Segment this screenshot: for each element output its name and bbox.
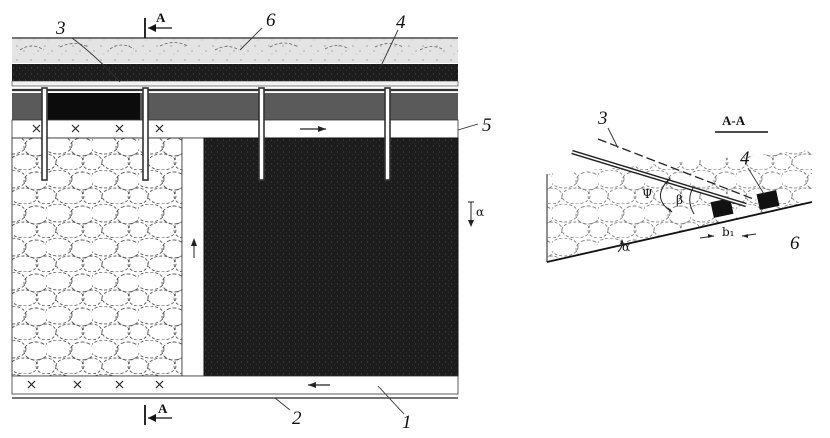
mined-cavity xyxy=(48,93,140,120)
bolt-3 xyxy=(258,87,265,181)
rock-roof-strip xyxy=(12,39,458,63)
working-face-gap xyxy=(181,137,205,377)
label-bolt: 3 xyxy=(55,18,66,39)
leader-lines xyxy=(71,27,479,415)
section-label-coal-seam: 4 xyxy=(740,148,750,169)
label-coal-block: 1 xyxy=(402,412,412,433)
bolt-2 xyxy=(142,87,149,181)
bolt-axis-dashed xyxy=(597,138,757,201)
seam-floor-line xyxy=(546,201,813,263)
alpha-label: α xyxy=(622,240,630,254)
bolt-4 xyxy=(384,87,391,181)
section-mark-bottom-label: A xyxy=(158,401,168,416)
dip-indicator: α xyxy=(468,201,484,227)
plan-view: A A 3 6 4 5 2 1 α xyxy=(11,10,492,433)
upper-flow-arrowhead xyxy=(318,126,326,132)
separator-strip xyxy=(11,80,459,87)
face-advance-arrowhead xyxy=(191,238,197,246)
section-marker-top: A xyxy=(144,10,172,38)
haulage-drift xyxy=(11,375,459,395)
label-haulage-drift: 2 xyxy=(292,408,302,429)
bolt-1 xyxy=(41,87,48,181)
section-leaders xyxy=(607,127,765,195)
section-view: A-A 3 4 6 Ψ β α b₁ xyxy=(546,108,813,263)
dip-angle-label: α xyxy=(476,205,484,219)
b1-label: b₁ xyxy=(722,225,735,239)
bolts xyxy=(41,87,391,181)
caved-goaf-area xyxy=(11,137,183,377)
upper-roadway xyxy=(11,119,459,139)
section-marker-bottom: A xyxy=(144,401,172,425)
section-rock-mass xyxy=(547,150,812,262)
roadway-crosses-top xyxy=(32,124,164,133)
label-rock-roof: 6 xyxy=(266,10,276,31)
section-label-bolt: 3 xyxy=(597,108,608,129)
psi-arc xyxy=(660,177,673,213)
upper-coal-band xyxy=(12,64,458,81)
psi-label: Ψ xyxy=(642,187,653,201)
coal-block xyxy=(203,137,459,377)
section-bolt-core xyxy=(571,151,747,206)
coal-block-section-2 xyxy=(756,190,780,210)
beta-arc xyxy=(689,187,695,215)
roadway-crosses-bottom xyxy=(27,380,164,389)
section-label-rock: 6 xyxy=(790,233,800,254)
label-coal-seam: 4 xyxy=(396,12,406,33)
lower-flow-arrowhead xyxy=(308,382,316,388)
coal-block-section-1 xyxy=(710,198,734,218)
beta-label: β xyxy=(676,193,683,207)
label-roadway: 5 xyxy=(482,115,492,136)
rock-roof-texture xyxy=(19,42,445,51)
section-title: A-A xyxy=(722,113,746,128)
section-mark-top-label: A xyxy=(156,10,166,25)
